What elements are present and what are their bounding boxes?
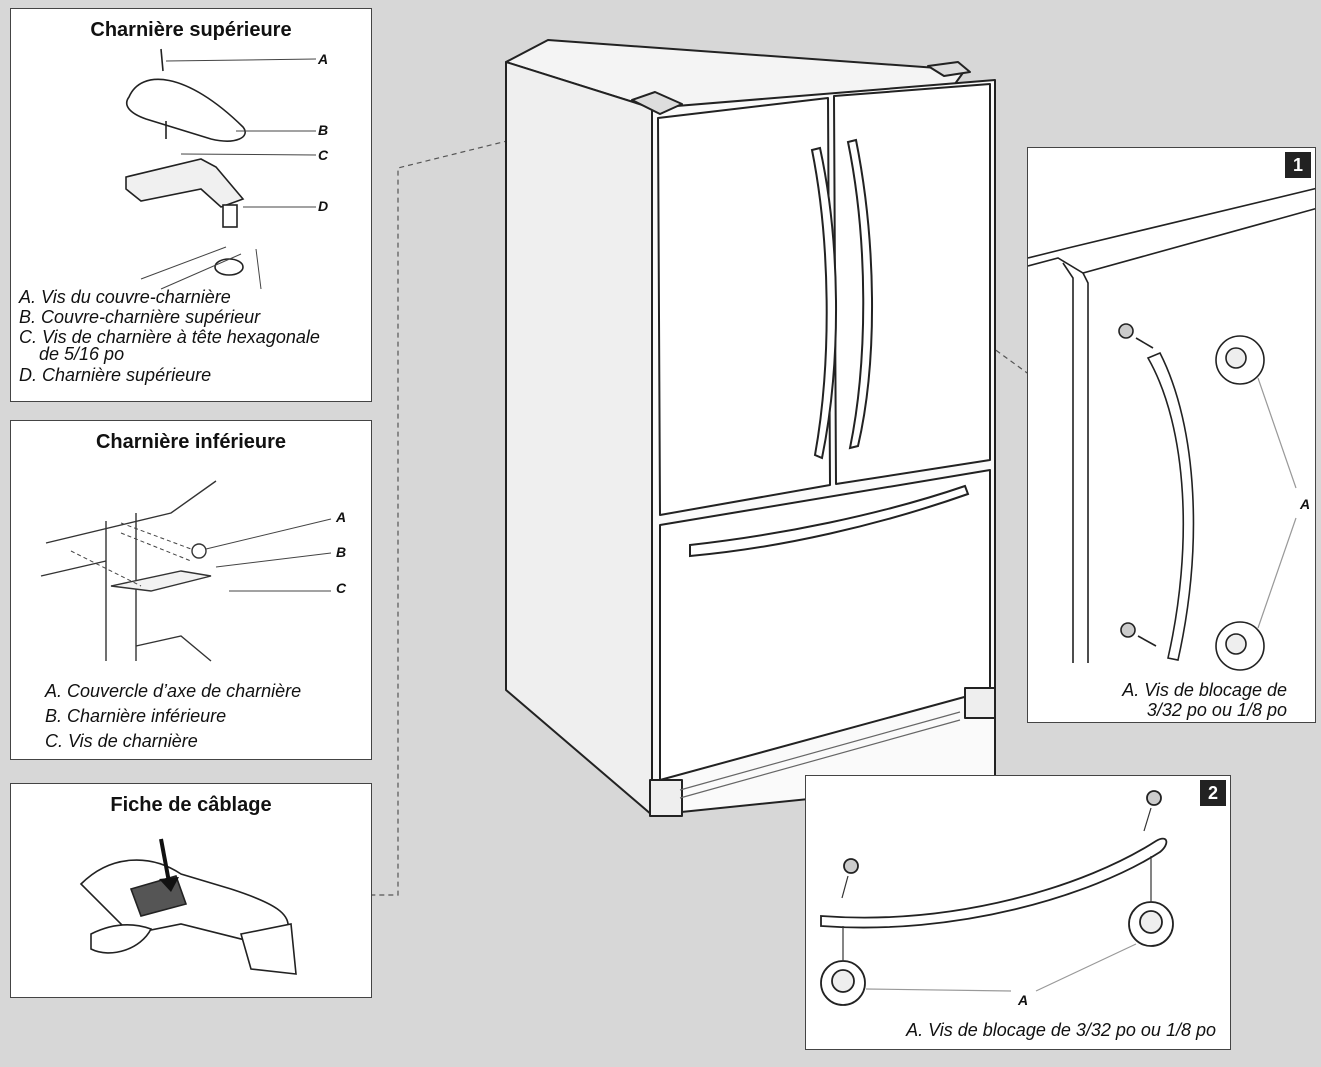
legend-item: C. Vis de charnière à tête hexagonale bbox=[19, 327, 320, 347]
upper-label-c: C bbox=[318, 147, 329, 163]
upper-label-d: D bbox=[318, 198, 329, 214]
lower-hinge-panel: Charnière inférieure A B C A. Couvercle … bbox=[10, 420, 372, 760]
step2-diagram bbox=[820, 790, 1174, 1006]
step2-label-a: A bbox=[1018, 992, 1029, 1008]
legend-item: C. Vis de charnière bbox=[45, 731, 198, 751]
upper-label-a: A bbox=[318, 51, 329, 67]
legend-item: de 5/16 po bbox=[39, 344, 125, 364]
legend-item: A. Couvercle d’axe de charnière bbox=[45, 681, 302, 701]
legend-item: A. Vis de blocage de bbox=[1122, 680, 1287, 700]
lower-hinge-legend: A. Couvercle d’axe de charnière B. Charn… bbox=[45, 679, 301, 754]
step1-label-a: A bbox=[1300, 496, 1311, 512]
legend-item: D. Charnière supérieure bbox=[19, 365, 212, 385]
step2-badge: 2 bbox=[1200, 780, 1226, 806]
legend-item: B. Couvre-charnière supérieur bbox=[19, 307, 261, 327]
legend-item: 3/32 po ou 1/8 po bbox=[1146, 700, 1287, 720]
lower-label-c: C bbox=[336, 580, 347, 596]
legend-item: A. Vis du couvre-charnière bbox=[19, 287, 231, 307]
lower-label-a: A bbox=[336, 509, 347, 525]
step1-badge: 1 bbox=[1285, 152, 1311, 178]
step1-panel: 1 A A. Vis de blocage de 3/32 po ou 1/8 … bbox=[1027, 147, 1316, 723]
upper-hinge-panel: Charnière supérieure A B C D A. Vis du c… bbox=[10, 8, 372, 402]
lower-label-b: B bbox=[336, 544, 347, 560]
upper-label-b: B bbox=[318, 122, 329, 138]
step1-diagram bbox=[1028, 187, 1315, 671]
lower-hinge-diagram bbox=[40, 480, 332, 662]
step2-panel: 2 A A. Vis de blocage de 3/32 po ou 1/8 … bbox=[805, 775, 1231, 1050]
step2-legend: A. Vis de blocage de 3/32 po ou 1/8 po bbox=[906, 1020, 1216, 1040]
upper-hinge-title: Charnière supérieure bbox=[90, 19, 292, 41]
upper-hinge-diagram bbox=[125, 48, 317, 290]
wiring-plug-diagram bbox=[79, 838, 297, 975]
upper-hinge-legend: A. Vis du couvre-charnière B. Couvre-cha… bbox=[19, 287, 320, 385]
legend-item: B. Charnière inférieure bbox=[45, 706, 227, 726]
lower-hinge-title: Charnière inférieure bbox=[95, 431, 287, 453]
step1-legend: A. Vis de blocage de 3/32 po ou 1/8 po bbox=[1122, 680, 1287, 720]
wiring-plug-panel: Fiche de câblage bbox=[10, 783, 372, 998]
wiring-plug-title: Fiche de câblage bbox=[110, 794, 272, 816]
